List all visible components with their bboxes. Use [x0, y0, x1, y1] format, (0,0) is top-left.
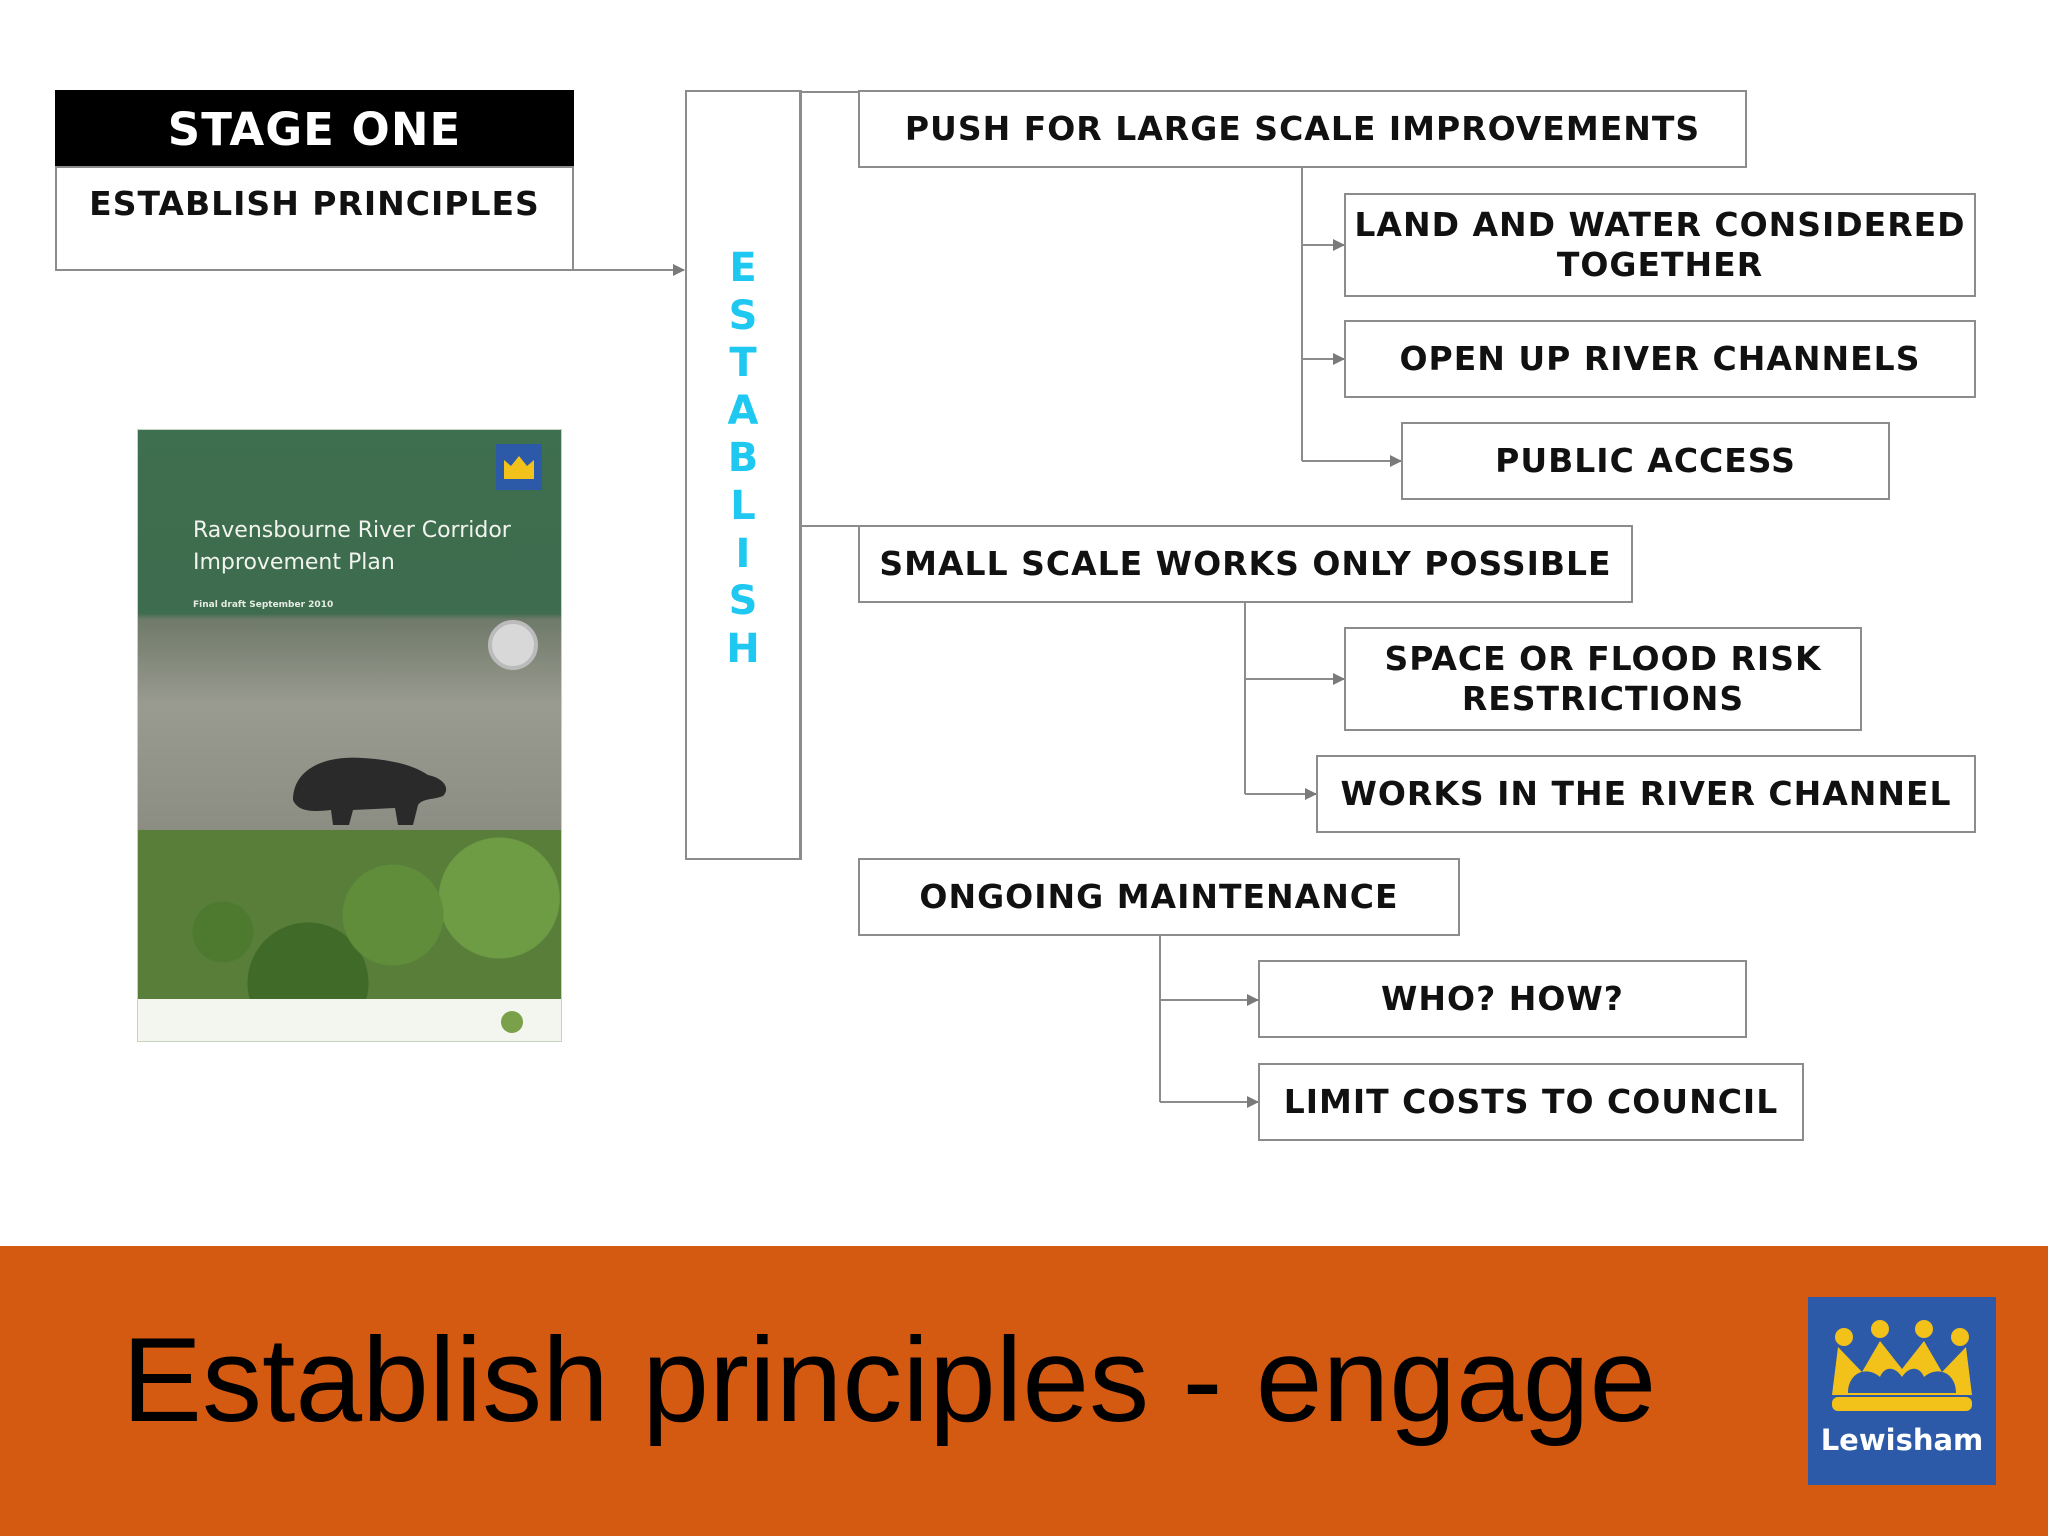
drain-outlet-shape: [488, 620, 538, 670]
cover-footer: [138, 999, 561, 1041]
establish-column: [685, 90, 801, 860]
establish-vertical-text: E S T A B L I S H: [685, 245, 801, 673]
branch-small-scale: SMALL SCALE WORKS ONLY POSSIBLE: [858, 525, 1633, 603]
branch-large-scale: PUSH FOR LARGE SCALE IMPROVEMENTS: [858, 90, 1747, 168]
environment-agency-icon: [501, 1011, 523, 1033]
footer-band: [0, 1246, 2048, 1536]
establish-letter: I: [735, 530, 751, 577]
establish-letter: T: [729, 340, 757, 387]
footer-title: Establish principles - engage: [122, 1313, 1657, 1447]
establish-letter: A: [727, 387, 759, 434]
establish-letter: E: [729, 245, 757, 291]
establish-letter: L: [730, 482, 756, 529]
child-who-how: WHO? HOW?: [1258, 960, 1747, 1038]
child-land-water: LAND AND WATER CONSIDERED TOGETHER: [1344, 193, 1976, 297]
child-open-river: OPEN UP RIVER CHANNELS: [1344, 320, 1976, 398]
lewisham-logo-text: Lewisham: [1820, 1423, 1984, 1457]
crown-icon: [496, 444, 542, 490]
establish-letter: B: [727, 435, 759, 482]
crown-icon: [1832, 1320, 1972, 1411]
branch-maintenance: ONGOING MAINTENANCE: [858, 858, 1460, 936]
establish-letter: S: [728, 292, 758, 339]
cover-date: Final draft September 2010: [193, 600, 334, 610]
child-limit-costs: LIMIT COSTS TO COUNCIL: [1258, 1063, 1804, 1141]
child-works-channel: WORKS IN THE RIVER CHANNEL: [1316, 755, 1976, 833]
bear-silhouette-icon: [293, 757, 447, 825]
establish-letter: S: [728, 578, 758, 625]
connector-lines: [572, 90, 1402, 1108]
establish-letter: H: [726, 625, 760, 672]
stage-header: STAGE ONE: [55, 90, 574, 168]
cover-title: Ravensbourne River Corridor Improvement …: [193, 518, 511, 575]
lewisham-logo: Lewisham: [1808, 1297, 1996, 1485]
foliage-shape: [138, 830, 561, 1000]
stage-subtitle: ESTABLISH PRINCIPLES: [55, 166, 574, 271]
child-public-access: PUBLIC ACCESS: [1401, 422, 1890, 500]
report-cover-image: Ravensbourne River Corridor Improvement …: [137, 429, 562, 1042]
child-space-flood: SPACE OR FLOOD RISK RESTRICTIONS: [1344, 627, 1862, 731]
